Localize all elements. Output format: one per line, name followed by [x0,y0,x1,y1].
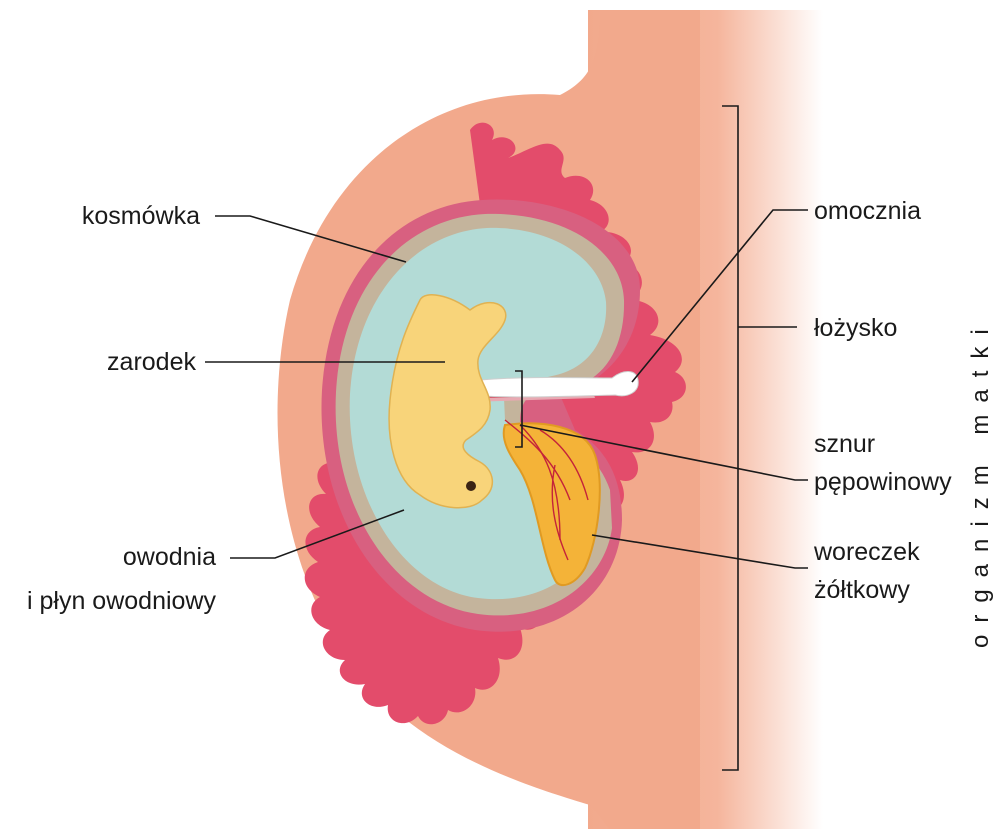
label-lozysko: łożysko [814,314,897,342]
label-kosmowka: kosmówka [82,202,200,230]
label-zarodek: zarodek [107,348,196,376]
label-sznur-line1: sznur [814,430,875,458]
label-owodnia-line1: owodnia [123,543,216,571]
label-woreczek-line2: żółtkowy [814,576,910,604]
embryo-eye [466,481,476,491]
label-omocznia: omocznia [814,197,921,225]
label-woreczek-line1: woreczek [813,538,920,566]
label-owodnia-line2: i płyn owodniowy [27,587,216,615]
label-sznur-line2: pępowinowy [814,468,952,496]
label-organizm-matki: organizm matki [967,317,994,648]
